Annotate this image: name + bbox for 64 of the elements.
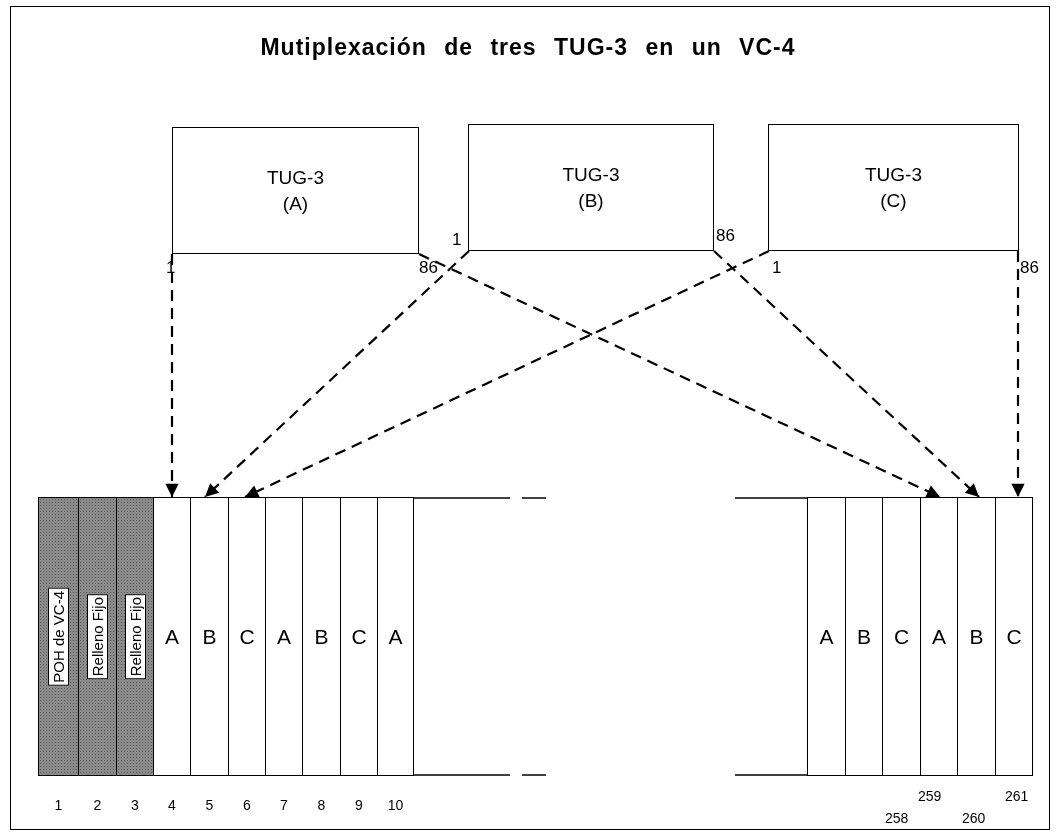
column-label: Relleno Fijo [87, 593, 108, 680]
payload-column [228, 497, 266, 776]
column-label: POH de VC-4 [48, 587, 69, 686]
payload-column [153, 497, 191, 776]
column-number: 1 [53, 797, 64, 813]
column-label: A [932, 624, 946, 649]
column-label: C [1006, 624, 1022, 649]
diagram-title: Mutiplexación de tres TUG-3 en un VC-4 [259, 34, 797, 61]
column-number: 7 [279, 797, 289, 813]
overhead-column [38, 497, 79, 776]
column-label: A [388, 624, 403, 649]
overhead-column [78, 497, 117, 776]
column-number: 8 [316, 797, 327, 813]
payload-column [190, 497, 229, 776]
column-label: B [314, 624, 329, 649]
column-label: C [239, 624, 255, 649]
column-label: B [202, 624, 217, 649]
dashed-arrow [418, 253, 941, 498]
position-number: 86 [1020, 258, 1039, 278]
dashed-arrow [713, 250, 980, 498]
box-label: TUG-3 (A) [266, 165, 325, 216]
dashed-arrow [244, 250, 770, 498]
column-number: 10 [386, 797, 405, 813]
column-label: B [857, 624, 871, 649]
column-number: 258 [885, 810, 909, 826]
dashed-arrow [204, 250, 470, 498]
position-number: 1 [772, 258, 782, 278]
tug-box [172, 127, 419, 254]
tug-box [468, 124, 714, 251]
payload-column [845, 497, 883, 776]
payload-column [882, 497, 921, 776]
payload-column [265, 497, 303, 776]
overhead-column [116, 497, 154, 776]
column-number: 261 [1005, 788, 1029, 804]
position-number: 1 [452, 230, 462, 250]
box-label: TUG-3 (C) [864, 162, 923, 213]
column-label: A [277, 624, 291, 649]
position-number: 86 [419, 258, 438, 278]
tug-box [768, 124, 1019, 251]
column-number: 5 [204, 797, 215, 813]
column-label: A [819, 624, 834, 649]
column-number: 2 [92, 797, 103, 813]
column-label: Relleno Fijo [124, 593, 146, 680]
column-number: 259 [918, 788, 942, 804]
payload-column [340, 497, 378, 776]
column-number: 9 [354, 797, 364, 813]
column-number: 3 [130, 797, 140, 813]
payload-column [807, 497, 846, 776]
payload-column [957, 497, 996, 776]
column-number: 4 [167, 797, 177, 813]
column-label: C [893, 624, 910, 649]
column-label: B [969, 624, 984, 649]
column-label: C [351, 624, 367, 649]
payload-column [302, 497, 341, 776]
payload-column [377, 497, 414, 776]
column-number: 6 [242, 797, 252, 813]
column-label: A [165, 624, 179, 649]
payload-column [995, 497, 1033, 776]
position-number: 86 [716, 226, 735, 246]
box-label: TUG-3 (B) [561, 162, 621, 213]
payload-column [920, 497, 958, 776]
column-number: 260 [962, 810, 986, 826]
dashed-arrow [1011, 251, 1025, 497]
dashed-arrow [165, 254, 179, 497]
